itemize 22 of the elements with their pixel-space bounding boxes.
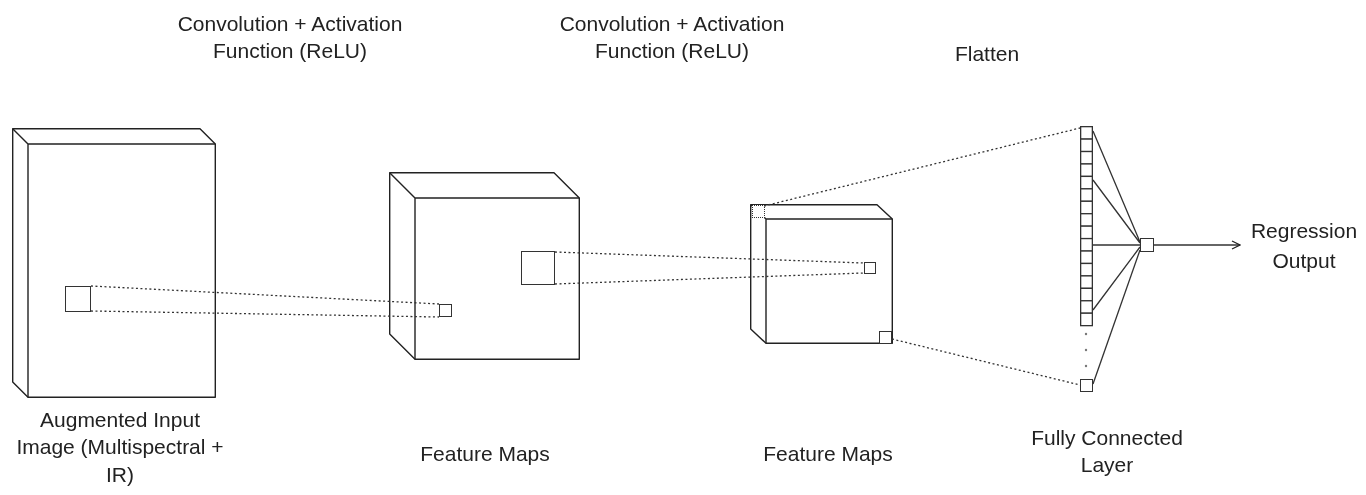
output-neuron	[1140, 238, 1154, 252]
output-label: Regression Output	[1242, 216, 1366, 277]
kernel-square	[752, 205, 765, 218]
layer-operation-label: Convolution + Activation Function (ReLU)	[558, 11, 786, 65]
projection-line	[554, 251, 865, 285]
layer-operation-label: Convolution + Activation Function (ReLU)	[176, 11, 404, 65]
neuron-square	[1080, 379, 1093, 392]
connection-line	[1092, 130, 1141, 311]
layer-caption: Fully Connected Layer	[1030, 425, 1184, 479]
neuron-square	[864, 262, 876, 274]
neuron-square	[439, 304, 452, 317]
layer-operation-label: Flatten	[953, 41, 1021, 67]
layer-caption: Feature Maps	[419, 441, 551, 467]
layer-caption: Feature Maps	[762, 441, 894, 467]
projection-line	[763, 127, 1081, 207]
connection-line	[1092, 249, 1141, 385]
layer-caption: Augmented Input Image (Multispectral + IR)	[15, 407, 225, 488]
arrow	[1153, 240, 1241, 250]
neuron-square	[879, 331, 892, 344]
kernel-square	[65, 286, 91, 312]
kernel-square	[521, 251, 555, 285]
projection-line	[90, 285, 440, 318]
